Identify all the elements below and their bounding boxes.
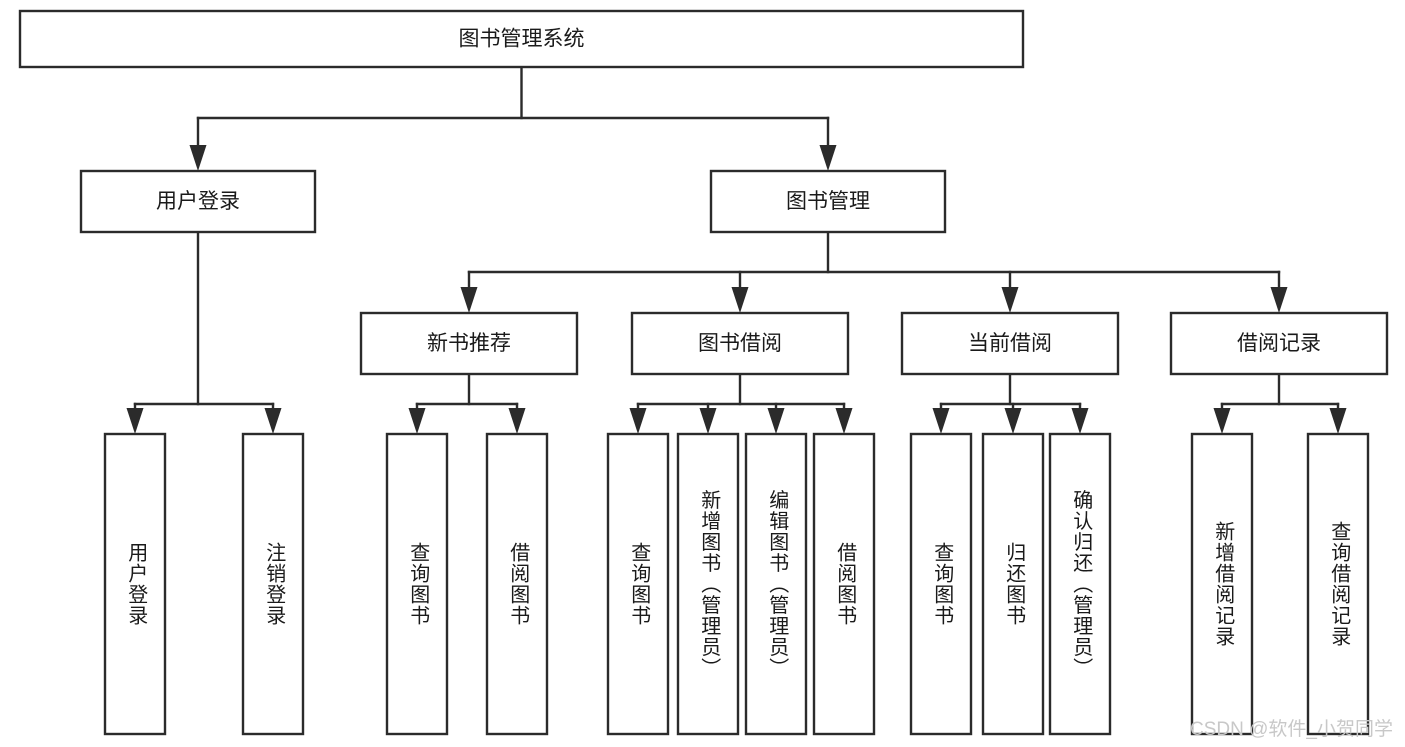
- arrow-head-icon: [767, 408, 785, 434]
- node-box: [1048, 432, 1112, 736]
- arrow-head-icon: [629, 408, 647, 434]
- node-box: [909, 432, 973, 736]
- node-label: 用户登录: [156, 190, 240, 213]
- node-label: 查询图书: [407, 542, 430, 626]
- node-box: [359, 311, 579, 376]
- node-box: [630, 311, 850, 376]
- node-label: 借阅记录: [1237, 332, 1321, 355]
- node-label: 新增借阅记录: [1212, 521, 1235, 647]
- arrow-head-icon: [699, 408, 717, 434]
- node-leaf-query-book-rec[interactable]: 查询图书: [385, 432, 449, 736]
- arrow-head-icon: [264, 408, 282, 434]
- node-leaf-add-book[interactable]: 新增图书（管理员）: [676, 432, 740, 736]
- node-label: 新增图书（管理员）: [698, 489, 721, 678]
- node-label: 查询借阅记录: [1328, 521, 1351, 647]
- node-leaf-query-book-current[interactable]: 查询图书: [909, 432, 973, 736]
- node-label: 编辑图书（管理员）: [766, 489, 789, 678]
- node-label: 查询图书: [931, 542, 954, 626]
- node-box: [385, 432, 449, 736]
- node-label: 借阅图书: [507, 542, 530, 626]
- node-label: 图书管理系统: [459, 28, 585, 51]
- node-box: [485, 432, 549, 736]
- arrow-head-icon: [1004, 408, 1022, 434]
- node-leaf-query-record[interactable]: 查询借阅记录: [1306, 432, 1370, 736]
- arrow-head-icon: [1001, 287, 1019, 313]
- node-label: 用户登录: [125, 542, 148, 626]
- arrow-head-icon: [731, 287, 749, 313]
- node-book-manage[interactable]: 图书管理: [709, 169, 947, 234]
- node-box: [744, 432, 808, 736]
- node-box: [1169, 311, 1389, 376]
- node-label: 图书管理: [786, 190, 870, 213]
- node-book-borrow[interactable]: 图书借阅: [630, 311, 850, 376]
- node-box: [606, 432, 670, 736]
- node-new-book-recommend[interactable]: 新书推荐: [359, 311, 579, 376]
- arrow-head-icon: [1329, 408, 1347, 434]
- node-label: 确认归还（管理员）: [1070, 489, 1093, 678]
- arrow-head-icon: [1213, 408, 1231, 434]
- node-box: [812, 432, 876, 736]
- arrow-head-icon: [932, 408, 950, 434]
- arrow-head-icon: [460, 287, 478, 313]
- node-box: [1306, 432, 1370, 736]
- node-label: 查询图书: [628, 542, 651, 626]
- node-label: 归还图书: [1003, 542, 1026, 626]
- node-leaf-borrow-book[interactable]: 借阅图书: [812, 432, 876, 736]
- node-leaf-edit-book[interactable]: 编辑图书（管理员）: [744, 432, 808, 736]
- node-borrow-record[interactable]: 借阅记录: [1169, 311, 1389, 376]
- node-label: 注销登录: [263, 542, 286, 626]
- arrow-head-icon: [1071, 408, 1089, 434]
- node-box: [709, 169, 947, 234]
- node-leaf-confirm-return[interactable]: 确认归还（管理员）: [1048, 432, 1112, 736]
- node-box: [1190, 432, 1254, 736]
- node-label: 图书借阅: [698, 332, 782, 355]
- node-label: 当前借阅: [968, 332, 1052, 355]
- node-box: [981, 432, 1045, 736]
- node-box: [18, 9, 1025, 69]
- node-leaf-return-book[interactable]: 归还图书: [981, 432, 1045, 736]
- node-box: [79, 169, 317, 234]
- node-leaf-add-record[interactable]: 新增借阅记录: [1190, 432, 1254, 736]
- node-box: [103, 432, 167, 736]
- arrow-head-icon: [508, 408, 526, 434]
- node-leaf-user-login[interactable]: 用户登录: [103, 432, 167, 736]
- node-box: [900, 311, 1120, 376]
- node-label: 新书推荐: [427, 332, 511, 355]
- node-label: 借阅图书: [834, 542, 857, 626]
- node-root[interactable]: 图书管理系统: [18, 9, 1025, 69]
- node-user-login[interactable]: 用户登录: [79, 169, 317, 234]
- arrow-head-icon: [126, 408, 144, 434]
- node-leaf-logout[interactable]: 注销登录: [241, 432, 305, 736]
- arrow-head-icon: [408, 408, 426, 434]
- connector-layer: [126, 65, 1347, 434]
- node-layer: 图书管理系统用户登录图书管理新书推荐图书借阅当前借阅借阅记录用户登录注销登录查询…: [18, 9, 1389, 736]
- arrow-head-icon: [819, 145, 837, 171]
- arrow-head-icon: [189, 145, 207, 171]
- node-box: [241, 432, 305, 736]
- arrow-head-icon: [835, 408, 853, 434]
- node-leaf-borrow-book-rec[interactable]: 借阅图书: [485, 432, 549, 736]
- node-current-borrow[interactable]: 当前借阅: [900, 311, 1120, 376]
- node-box: [676, 432, 740, 736]
- node-leaf-query-book-borrow[interactable]: 查询图书: [606, 432, 670, 736]
- arrow-head-icon: [1270, 287, 1288, 313]
